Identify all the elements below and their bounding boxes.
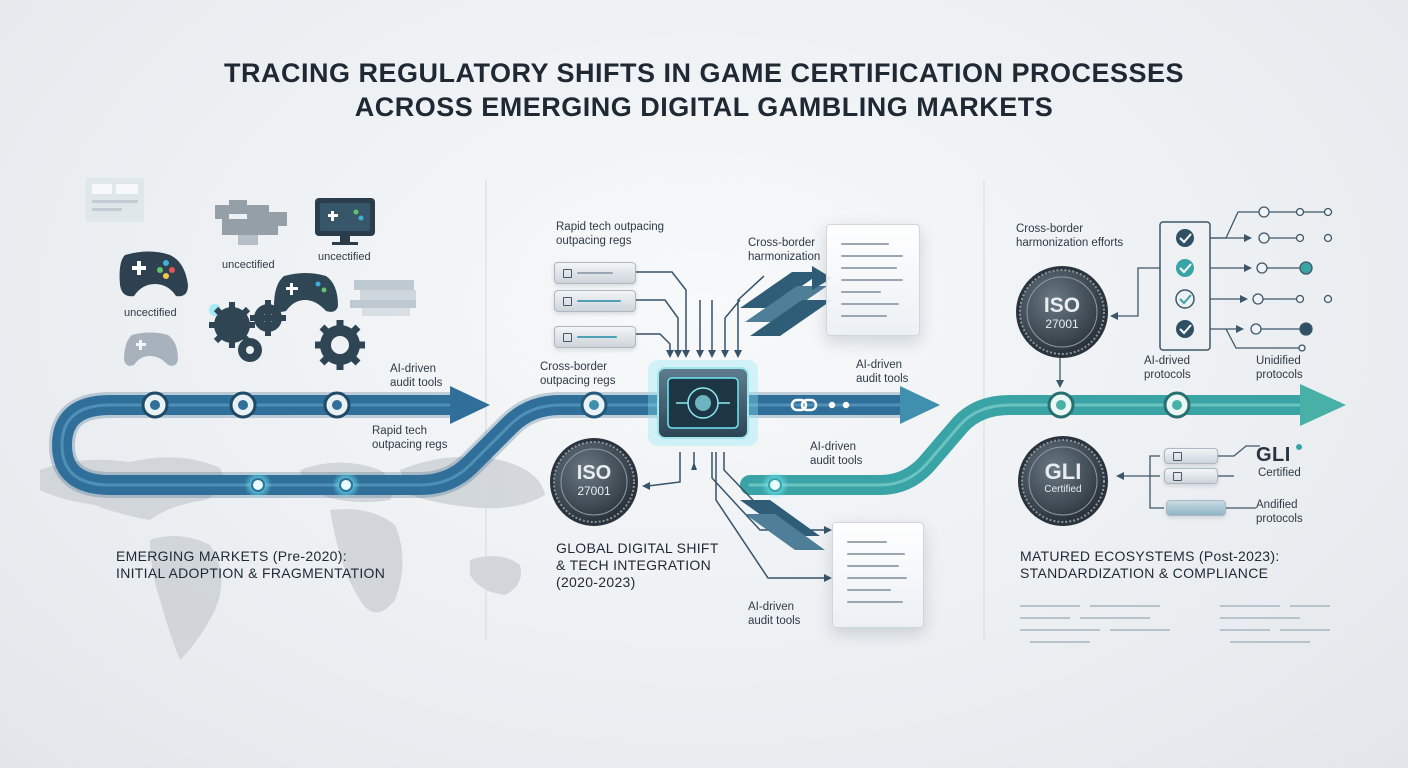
- timeline-path: [49, 384, 1346, 498]
- title-line-1: TRACING REGULATORY SHIFTS IN GAME CERTIF…: [223, 58, 1185, 88]
- document-card-top: [826, 224, 920, 336]
- gli-arrowhead: [1116, 472, 1124, 480]
- timeline-node: [1047, 391, 1075, 419]
- phase-3-heading: MATURED ECOSYSTEMS (Post-2023):STANDARDI…: [1020, 548, 1280, 581]
- iso-badge-right: [1016, 266, 1108, 358]
- gamepad-icon-small: [274, 273, 338, 312]
- phase-1-heading: EMERGING MARKETS (Pre-2020):INITIAL ADOP…: [116, 548, 386, 581]
- gear-icon: [315, 320, 365, 370]
- connector-arrowheads: [642, 350, 832, 582]
- iso-badge-mid: [550, 438, 638, 526]
- gli-status-pill: [1166, 500, 1226, 516]
- timeline-node-glow: [244, 471, 272, 499]
- uncertified-label-3: uncectified: [124, 307, 177, 319]
- gli-status-pill: [1164, 448, 1218, 464]
- gli-connectors: [1122, 445, 1260, 509]
- phase-2-heading: GLOBAL DIGITAL SHIFT& TECH INTEGRATION(2…: [556, 540, 719, 590]
- timeline-node: [580, 391, 608, 419]
- dashboard-panels: [86, 178, 144, 222]
- ribbon-arrows-down: [740, 500, 825, 550]
- check-icon: [1175, 289, 1195, 309]
- check-icon: [1176, 320, 1194, 338]
- gear-icon-cluster: [209, 300, 286, 362]
- timeline-node-glow: [332, 471, 360, 499]
- pixelated-noise-right: [350, 280, 416, 316]
- document-card-bottom: [832, 522, 924, 628]
- ribbon-arrows-up: [740, 266, 832, 336]
- gli-badge: [1018, 436, 1108, 526]
- processor-chip-icon: [648, 360, 758, 446]
- uncertified-label-1: uncectified: [222, 259, 275, 271]
- gli-certified-label: Certified: [1258, 467, 1301, 479]
- timeline-node: [1163, 391, 1191, 419]
- gli-badge-label: GLI Certified: [1044, 459, 1082, 496]
- timeline-node: [229, 391, 257, 419]
- gamepad-icon-faded: [124, 332, 178, 366]
- gli-brand-logo: GLI: [1256, 444, 1291, 466]
- uncertified-label-2: uncectified: [318, 251, 371, 263]
- verification-panel: [1056, 206, 1333, 388]
- check-icon: [1176, 229, 1194, 247]
- timeline-nodes: [141, 391, 1191, 499]
- data-lines-decor: [1020, 605, 1330, 643]
- title-line-2: ACROSS EMERGING DIGITAL GAMBLING MARKETS: [354, 92, 1054, 122]
- timeline-node-glow: [761, 471, 789, 499]
- status-pill: [554, 262, 636, 284]
- timeline-node: [141, 391, 169, 419]
- gli-brand-dot: [1296, 444, 1302, 450]
- pixelated-noise-left: [215, 200, 287, 245]
- link-icon: [790, 398, 850, 412]
- timeline-node: [323, 391, 351, 419]
- iso-badge-mid-label: ISO 27001: [576, 462, 612, 498]
- page-title: TRACING REGULATORY SHIFTS IN GAME CERTIF…: [0, 56, 1408, 124]
- monitor-gamepad-icon: [315, 198, 375, 245]
- gamepad-icon: [119, 251, 188, 297]
- check-icon: [1176, 259, 1194, 277]
- status-pill: [554, 326, 636, 348]
- connector-lines: [634, 271, 826, 579]
- status-pill: [554, 290, 636, 312]
- iso-badge-right-label: ISO 27001: [1043, 294, 1081, 331]
- gli-status-pill: [1164, 468, 1218, 484]
